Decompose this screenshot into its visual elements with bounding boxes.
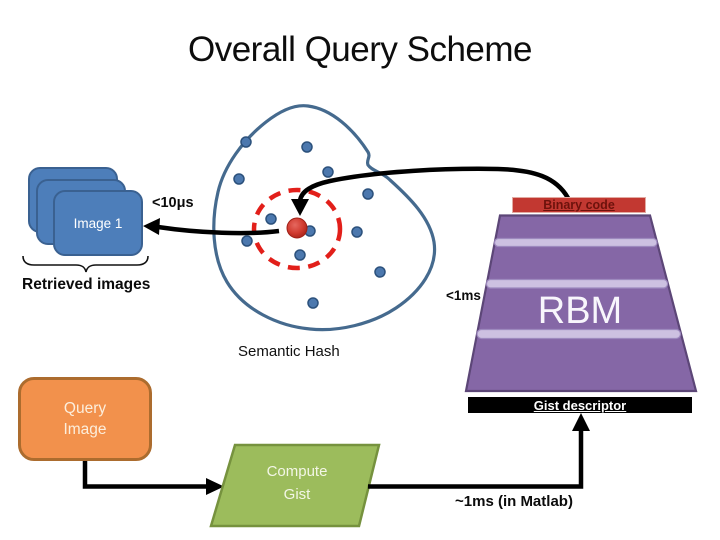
- arrow-binarycode-to-point: [297, 166, 570, 202]
- query-image-line2: Image: [63, 421, 107, 438]
- query-point-dot: [286, 217, 308, 239]
- connector-gist-to-descriptor: [368, 419, 584, 489]
- arrowhead-up-icon: [572, 413, 590, 431]
- arrowhead-left-icon: [143, 218, 160, 235]
- encode-latency-label: <1ms: [446, 288, 481, 303]
- semantic-hash-caption: Semantic Hash: [238, 343, 340, 360]
- compute-gist-parallelogram: [209, 443, 381, 528]
- retrieved-bracket: [22, 255, 149, 273]
- binary-code-bar: Binary code: [512, 197, 646, 213]
- query-image-box: Query Image: [18, 377, 152, 461]
- arrowhead-down-icon: [291, 199, 309, 216]
- arrowhead-right-icon: [206, 478, 224, 495]
- compute-gist-label: Compute Gist: [237, 460, 357, 506]
- retrieved-images-caption: Retrieved images: [22, 276, 151, 293]
- connector-query-to-gist: [82, 459, 210, 489]
- gist-latency-label: ~1ms (in Matlab): [455, 493, 573, 510]
- image-card-front: Image 1: [53, 190, 143, 256]
- arrow-point-to-images: [157, 224, 280, 236]
- retrieval-latency-label: <10μs: [152, 195, 194, 211]
- rbm-label: RBM: [537, 290, 623, 332]
- query-image-line1: Query: [63, 400, 107, 417]
- page-title: Overall Query Scheme: [187, 30, 533, 69]
- image-card-label: Image 1: [73, 215, 123, 231]
- binary-code-label: Binary code: [543, 197, 615, 212]
- compute-gist-line1: Compute: [266, 463, 328, 480]
- gist-descriptor-bar: Gist descriptor: [468, 397, 692, 413]
- rbm-layer-separators: [476, 237, 682, 340]
- gist-descriptor-label: Gist descriptor: [533, 397, 627, 413]
- neighborhood-dashed-circle: [251, 187, 343, 271]
- data-point-dots: [233, 136, 386, 309]
- compute-gist-line2: Gist: [283, 486, 311, 503]
